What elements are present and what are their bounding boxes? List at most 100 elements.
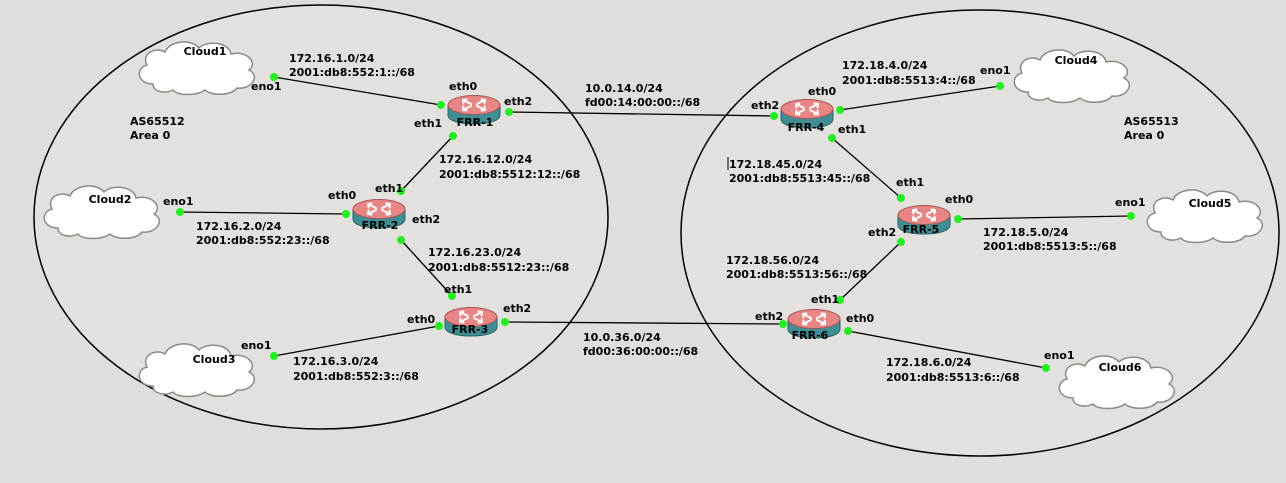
router-frr1-label: FRR-1 [457,116,494,129]
subnet-v4-frr4-frr5: 172.18.45.0/24 [729,158,822,171]
router-frr2-label: FRR-2 [362,219,399,232]
router-frr2[interactable]: FRR-2 [352,198,406,233]
subnet-v6-cloud3-frr3: 2001:db8:552:3::/68 [293,370,419,383]
port-frr5-eth2[interactable] [897,238,905,246]
area-labels: AS65512 Area 0 AS65513 Area 0 [130,115,1179,142]
subnet-v6-frr4-frr5: 2001:db8:5513:45::/68 [729,172,870,185]
iface-frr1-eth2: eth2 [504,95,532,108]
port-frr5-eth1[interactable] [897,194,905,202]
cloud1[interactable]: Cloud1 [138,41,256,96]
port-cloud1-eno1[interactable] [270,73,278,81]
as65513-area-label: Area 0 [1124,129,1165,142]
subnet-v4-cloud4-frr4: 172.18.4.0/24 [842,59,928,72]
port-frr5-eth0[interactable] [954,215,962,223]
subnet-v6-frr5-cloud5: 2001:db8:5513:5::/68 [983,240,1117,253]
iface-cloud6-eno1: eno1 [1044,349,1075,362]
port-frr2-eth2[interactable] [397,236,405,244]
iface-frr2-eth2: eth2 [412,213,440,226]
port-frr6-eth2[interactable] [779,320,787,328]
port-frr3-eth2[interactable] [501,318,509,326]
subnet-v4-cloud2-frr2: 172.16.2.0/24 [196,220,282,233]
cloud5[interactable]: Cloud5 [1146,189,1264,244]
router-frr3[interactable]: FRR-3 [444,306,498,337]
port-cloud4-eno1[interactable] [996,82,1004,90]
subnet-v6-frr5-frr6: 2001:db8:5513:56::/68 [726,268,867,281]
links [179,76,1132,369]
subnet-v4-frr1-frr2: 172.16.12.0/24 [439,153,532,166]
subnet-v4-cloud3-frr3: 172.16.3.0/24 [293,355,379,368]
iface-cloud2-eno1: eno1 [163,195,194,208]
iface-frr1-eth1: eth1 [414,117,442,130]
port-frr4-eth1[interactable] [828,134,836,142]
subnet-v6-frr3-frr6: fd00:36:00:00::/68 [583,345,698,358]
port-frr3-eth1[interactable] [448,292,456,300]
port-frr4-eth0[interactable] [836,106,844,114]
iface-frr2-eth1: eth1 [375,182,403,195]
subnet-v4-cloud1-frr1: 172.16.1.0/24 [289,52,375,65]
iface-cloud4-eno1: eno1 [980,64,1011,77]
iface-frr5-eth2: eth2 [868,226,896,239]
cloud3[interactable]: Cloud3 [138,343,256,398]
port-cloud3-eno1[interactable] [270,352,278,360]
as65513-label: AS65513 [1124,115,1179,128]
link-cloud2-frr2[interactable] [179,211,347,215]
port-frr2-eth0[interactable] [342,210,350,218]
link-frr1-frr2[interactable] [400,135,454,192]
iface-cloud5-eno1: eno1 [1115,196,1146,209]
port-frr6-eth1[interactable] [836,296,844,304]
link-frr4-frr5[interactable] [831,137,902,199]
router-frr5-label: FRR-5 [903,223,940,236]
subnet-v4-frr5-cloud5: 172.18.5.0/24 [983,226,1069,239]
cloud4[interactable]: Cloud4 [1013,49,1131,104]
subnet-v6-frr6-cloud6: 2001:db8:5513:6::/68 [886,371,1020,384]
port-frr3-eth0[interactable] [435,322,443,330]
iface-frr4-eth1: eth1 [838,123,866,136]
subnet-v6-cloud2-frr2: 2001:db8:552:23::/68 [196,234,330,247]
port-frr6-eth0[interactable] [844,327,852,335]
router-frr3-label: FRR-3 [452,323,489,336]
port-cloud5-eno1[interactable] [1127,212,1135,220]
cloud3-label: Cloud3 [193,353,236,366]
router-frr6[interactable]: FRR-6 [787,308,841,343]
iface-frr6-eth1: eth1 [811,293,839,306]
link-frr5-cloud5[interactable] [957,215,1132,220]
subnet-labels: 172.16.1.0/24 2001:db8:552:1::/68 172.16… [196,52,1117,384]
port-dots [176,73,1135,372]
cloud4-label: Cloud4 [1055,54,1098,67]
iface-cloud1-eno1: eno1 [251,80,282,93]
subnet-v6-frr2-frr3: 2001:db8:5512:23::/68 [428,261,569,274]
link-cloud1-frr1[interactable] [273,76,442,106]
cloud6[interactable]: Cloud6 [1058,355,1176,410]
router-frr5[interactable]: FRR-5 [897,204,951,237]
port-frr1-eth2[interactable] [505,108,513,116]
port-cloud6-eno1[interactable] [1042,364,1050,372]
router-frr4[interactable]: FRR-4 [780,98,834,135]
iface-frr4-eth0: eth0 [808,85,837,98]
link-cloud3-frr3[interactable] [273,325,440,357]
link-frr1-frr4[interactable] [508,111,775,117]
port-frr4-eth2[interactable] [770,112,778,120]
iface-frr3-eth0: eth0 [407,313,436,326]
iface-cloud3-eno1: eno1 [241,339,272,352]
port-cloud2-eno1[interactable] [176,208,184,216]
router-frr4-label: FRR-4 [788,121,825,134]
link-frr3-frr6[interactable] [504,321,784,325]
subnet-v4-frr1-frr4: 10.0.14.0/24 [585,82,663,95]
link-frr6-cloud6[interactable] [847,330,1047,369]
link-frr5-frr6[interactable] [839,241,902,301]
subnet-v6-cloud4-frr4: 2001:db8:5513:4::/68 [842,74,976,87]
cloud2[interactable]: Cloud2 [43,185,161,240]
as65512-label: AS65512 [130,115,185,128]
port-frr1-eth1[interactable] [449,132,457,140]
port-frr1-eth0[interactable] [437,101,445,109]
link-cloud4-frr4[interactable] [839,85,1001,111]
router-frr6-label: FRR-6 [792,329,829,342]
iface-frr6-eth0: eth0 [846,312,875,325]
router-frr1[interactable]: FRR-1 [447,94,501,130]
subnet-v6-frr1-frr4: fd00:14:00:00::/68 [585,96,700,109]
port-frr2-eth1[interactable] [397,187,405,195]
iface-frr2-eth0: eth0 [328,189,357,202]
link-frr2-frr3[interactable] [400,239,453,297]
as65512-area-label: Area 0 [130,129,171,142]
subnet-v4-frr3-frr6: 10.0.36.0/24 [583,331,661,344]
